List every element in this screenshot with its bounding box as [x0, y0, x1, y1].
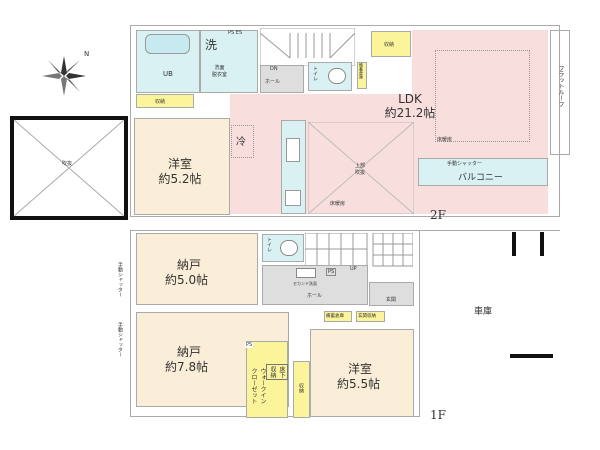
- shutter-label: 手動シャッター: [117, 322, 123, 357]
- ldk-size: 約21.2帖: [384, 106, 436, 120]
- sink-icon: [286, 138, 300, 162]
- stockroom-1f: [324, 311, 352, 322]
- ps-label: PS: [326, 268, 337, 276]
- upper-void-label: 上部 吹抜: [355, 163, 366, 176]
- room-name: 洋室: [348, 362, 373, 376]
- entrance-label: 玄関: [386, 297, 397, 303]
- storage-label: 収納: [384, 42, 395, 48]
- second-sink-icon: [296, 268, 316, 278]
- entrance: [369, 282, 414, 306]
- floor-heating-label: 床暖房: [437, 137, 453, 143]
- washing-machine-label: 洗: [205, 38, 218, 52]
- flat-roof: [550, 30, 570, 155]
- hall-label: ホール: [307, 293, 323, 299]
- stockroom-label: 備蓄倉庫: [326, 314, 344, 319]
- stockroom-label: 備蓄倉庫: [359, 63, 364, 79]
- western-room-1f: [310, 329, 414, 417]
- walk-in-closet-label: ウォークイン クローゼット: [250, 368, 266, 404]
- storage-label: 収納: [155, 99, 166, 105]
- ps-es-label: PS ES: [228, 30, 243, 36]
- down-label: DN: [270, 66, 278, 72]
- room-size: 約5.5帖: [337, 377, 381, 391]
- garage-pillar: [540, 232, 544, 256]
- up-label: UP: [350, 266, 357, 272]
- hall-2f: [260, 65, 304, 93]
- garage-line: [420, 230, 560, 231]
- ldk-area-upper: [412, 30, 548, 96]
- bathtub-icon: [145, 34, 190, 54]
- room-name: 納戸: [177, 345, 202, 359]
- shutter-label: 手動シャッター: [117, 262, 123, 297]
- garage-label: 車庫: [474, 307, 493, 317]
- floor-heating-zone: [435, 50, 530, 142]
- toilet-icon: [328, 68, 346, 84]
- washroom-label: 洗面 脱衣室: [212, 65, 228, 78]
- toilet-label: トイレ: [312, 66, 318, 81]
- room-name: 洋室: [167, 157, 192, 171]
- hall-label: ホール: [265, 79, 281, 85]
- balcony: [418, 158, 548, 186]
- void-label: 吹抜: [62, 161, 73, 167]
- room-size: 約7.8帖: [165, 360, 209, 374]
- storage-left: [136, 94, 194, 108]
- fridge-label: 冷: [236, 137, 246, 148]
- entrance-storage-label: 玄関収納: [358, 314, 376, 319]
- storeroom-1: [136, 233, 258, 305]
- flat-roof-label: フラットルーフ: [557, 65, 564, 107]
- staircase-2f: [260, 28, 355, 66]
- storage-top: [371, 31, 411, 57]
- void-area: [10, 116, 128, 220]
- toilet-icon: [280, 240, 298, 256]
- washroom: [200, 30, 258, 93]
- shutter-label: 手動シャッター: [447, 161, 483, 167]
- ldk-name: LDK: [398, 92, 422, 106]
- staircase-1f: [305, 233, 413, 267]
- stockroom-2f: [357, 62, 367, 89]
- entrance-storage: [356, 311, 385, 322]
- north-label: N: [84, 50, 90, 58]
- compass-icon: [42, 56, 86, 96]
- room-size: 約5.2帖: [158, 172, 202, 186]
- garage-wall: [510, 354, 553, 358]
- stove-icon: [285, 190, 301, 206]
- room-size: 約5.0帖: [165, 273, 209, 287]
- floor-heating-label: 床暖房: [330, 201, 346, 207]
- ub-label: UB: [163, 70, 173, 78]
- floor-label-1f: 1F: [430, 408, 446, 422]
- upper-void: [308, 122, 414, 214]
- garage-pillar: [512, 232, 516, 256]
- second-sink-label: セカンド洗面: [293, 281, 317, 286]
- western-room-2f: [134, 118, 230, 215]
- floor2-outline: [130, 25, 560, 217]
- floor-label-2f: 2F: [430, 208, 446, 222]
- ps-label: PS: [245, 342, 254, 348]
- fridge-space: [231, 125, 254, 158]
- balcony-label: バルコニー: [458, 173, 503, 183]
- storage-1f: [293, 361, 310, 418]
- room-name: 納戸: [177, 258, 202, 272]
- toilet-label: トイレ: [266, 237, 272, 252]
- storage-label: 収納: [298, 383, 304, 393]
- underfloor-storage-label: 床下 収納: [266, 364, 288, 380]
